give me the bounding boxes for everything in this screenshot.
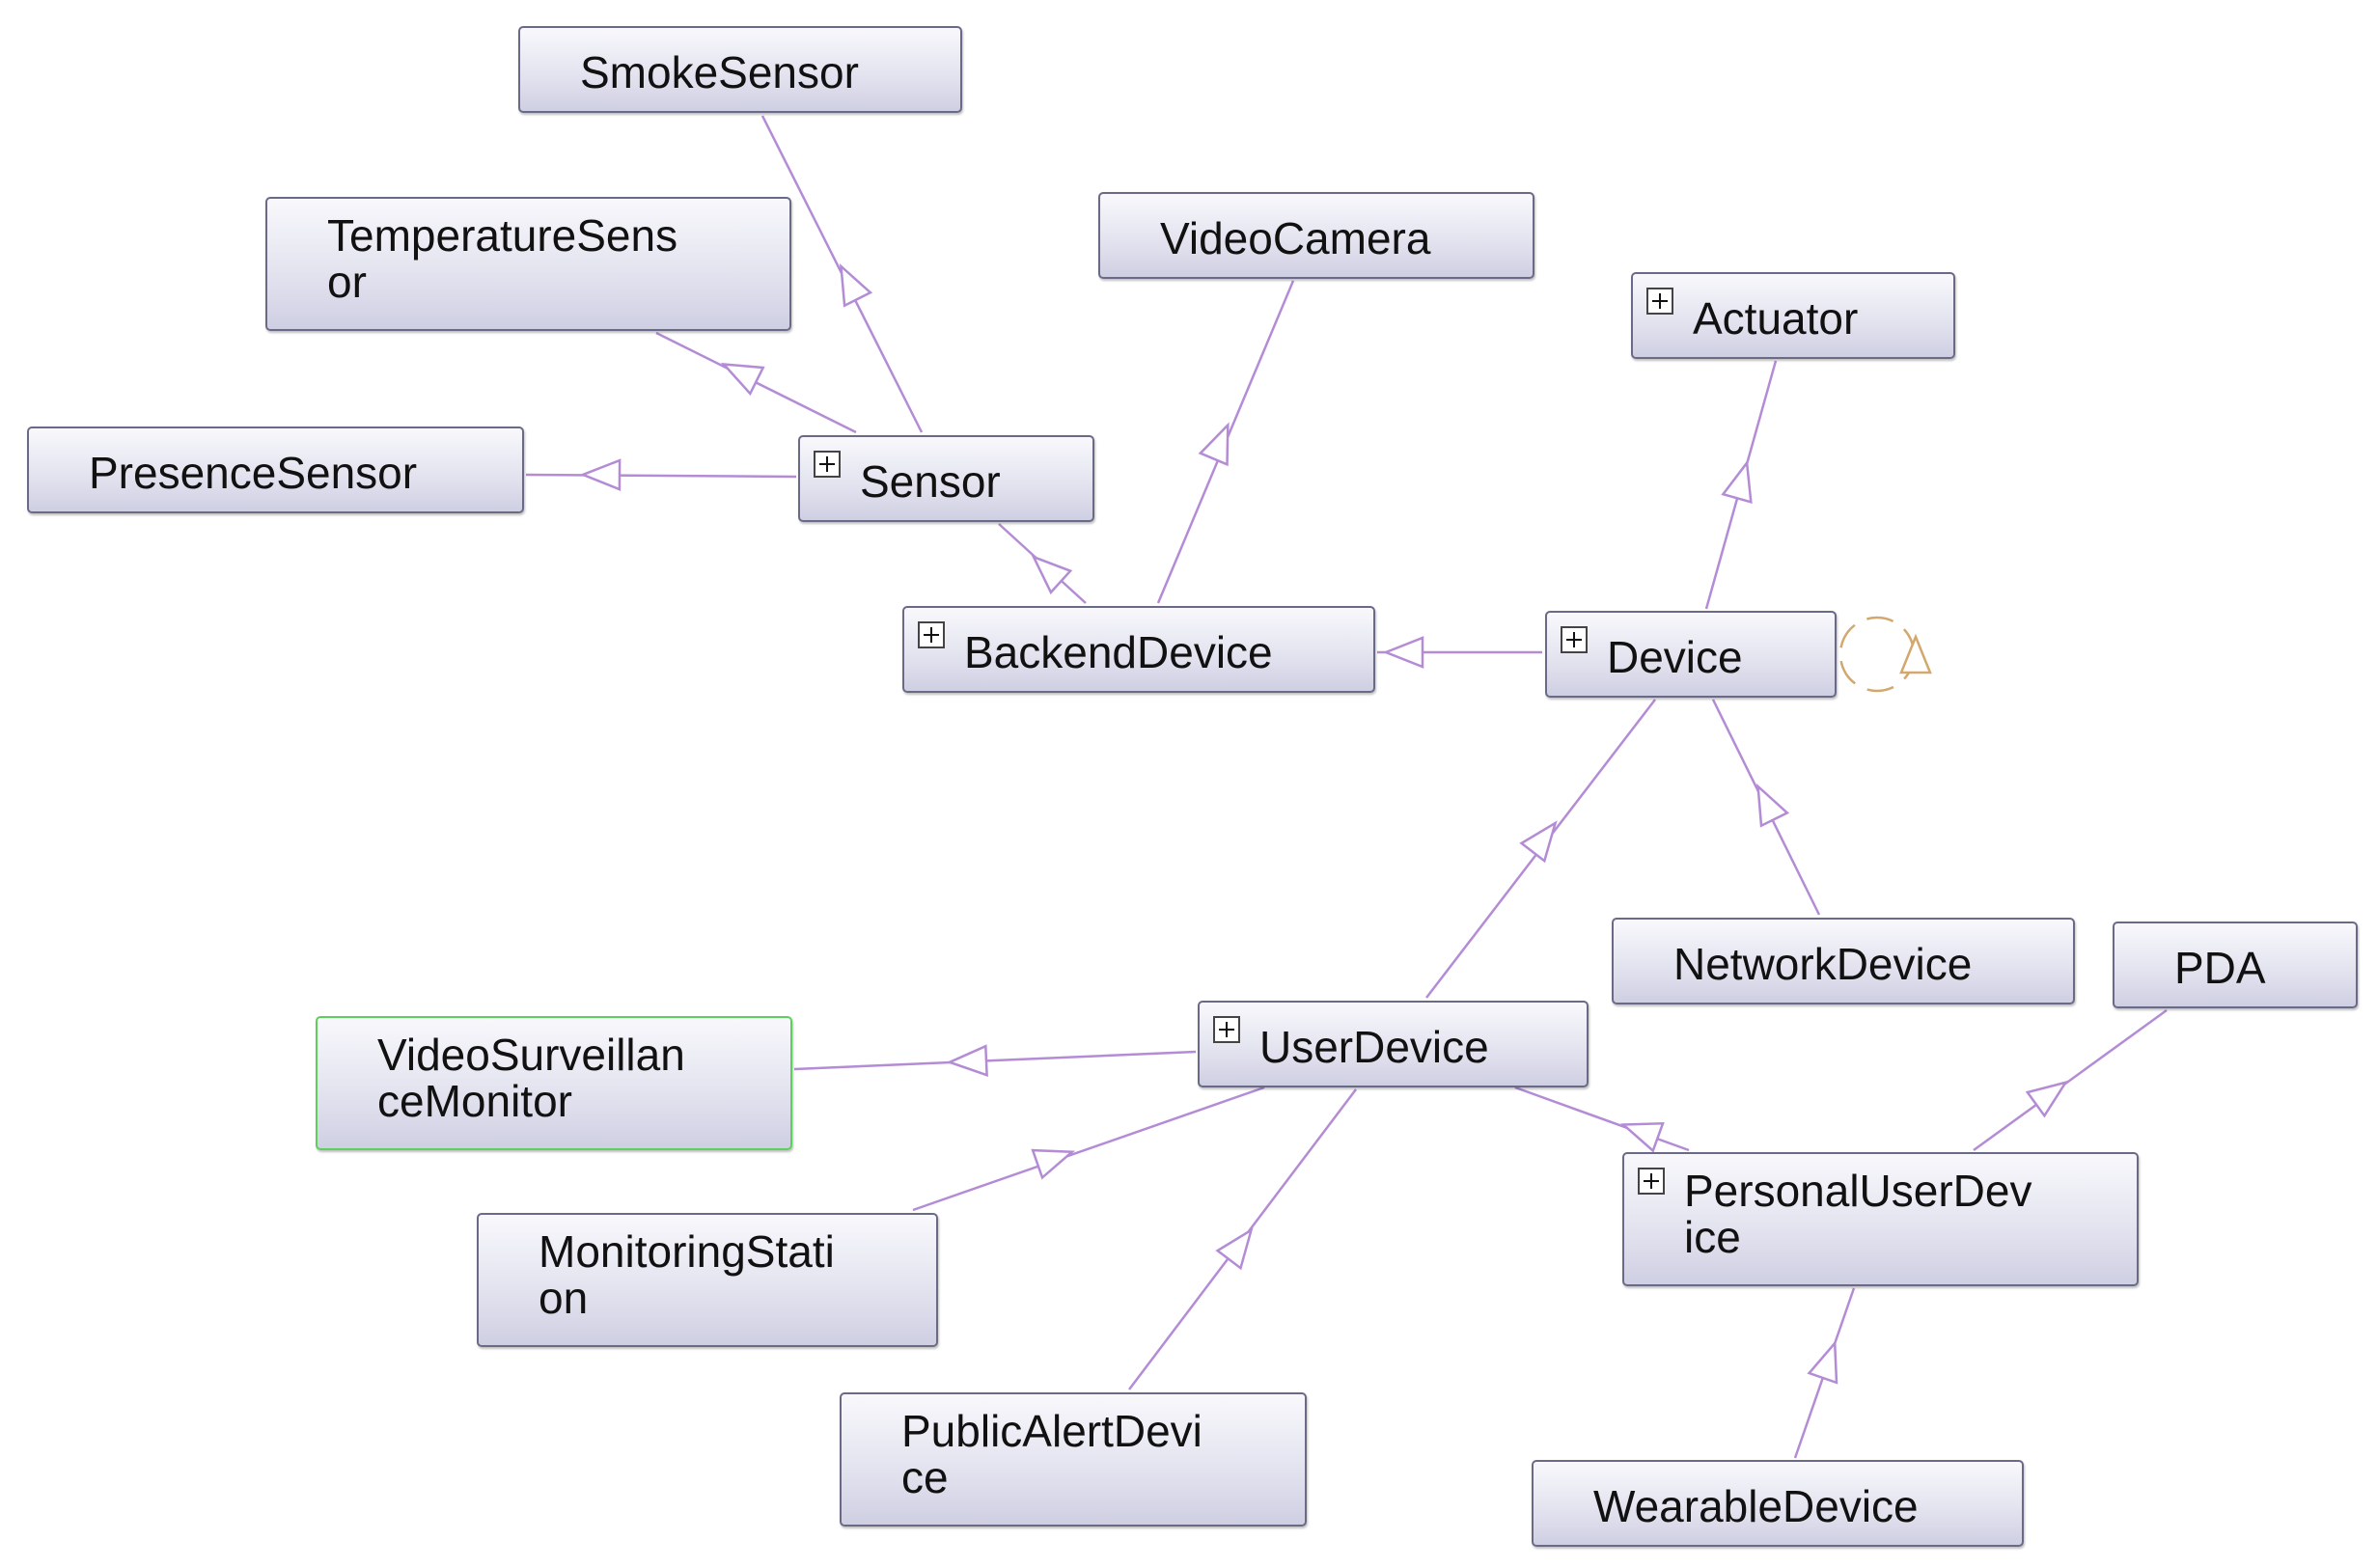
- self-loop-arrowhead-icon: [1899, 633, 1932, 674]
- edge-user_device-to-video_surveillance_monitor: [793, 1050, 1197, 1071]
- expand-icon[interactable]: [1561, 626, 1588, 653]
- node-label: NetworkDevice: [1673, 939, 1973, 989]
- node-label: TemperatureSens or: [327, 210, 678, 307]
- arrowhead-icon: [1807, 1339, 1838, 1385]
- arrowhead-icon: [946, 1044, 988, 1077]
- node-monitoring-station[interactable]: MonitoringStati on: [477, 1213, 938, 1347]
- node-backend-device[interactable]: BackendDevice: [902, 606, 1375, 693]
- node-label: VideoSurveillan ceMonitor: [377, 1030, 685, 1126]
- arrowhead-icon: [1031, 554, 1073, 595]
- node-label: PresenceSensor: [89, 448, 418, 498]
- node-presence-sensor[interactable]: PresenceSensor: [27, 426, 524, 513]
- node-label: Device: [1607, 632, 1743, 682]
- node-label: UserDevice: [1259, 1022, 1489, 1072]
- node-label: Actuator: [1693, 293, 1859, 344]
- expand-icon[interactable]: [918, 621, 945, 648]
- node-temperature-sensor[interactable]: TemperatureSens or: [265, 197, 791, 331]
- arrowhead-icon: [839, 262, 873, 308]
- node-label: PublicAlertDevi ce: [901, 1406, 1202, 1502]
- node-wearable-device[interactable]: WearableDevice: [1532, 1460, 2024, 1547]
- edge-monitoring_station-to-user_device: [912, 1086, 1265, 1212]
- node-label: PDA: [2174, 943, 2266, 993]
- arrowhead-icon: [1031, 1148, 1076, 1180]
- arrowhead-icon: [1619, 1121, 1665, 1153]
- node-video-camera[interactable]: VideoCamera: [1098, 192, 1534, 279]
- expand-icon[interactable]: [814, 451, 841, 478]
- arrowhead-icon: [1382, 636, 1424, 669]
- arrowhead-icon: [1519, 820, 1558, 864]
- arrowhead-icon: [2025, 1080, 2069, 1118]
- self-loop-edge: [1838, 616, 1916, 693]
- expand-icon[interactable]: [1213, 1016, 1240, 1043]
- node-network-device[interactable]: NetworkDevice: [1612, 918, 2075, 1004]
- edge-personal_user_device-to-user_device: [1514, 1086, 1690, 1152]
- node-label: Sensor: [860, 456, 1001, 507]
- node-label: MonitoringStati on: [539, 1226, 835, 1323]
- node-video-surveillance-monitor[interactable]: VideoSurveillan ceMonitor: [316, 1016, 792, 1150]
- edge-personal_user_device-to-pda: [1973, 1008, 2168, 1152]
- node-pda[interactable]: PDA: [2113, 922, 2358, 1008]
- node-public-alert-device[interactable]: PublicAlertDevi ce: [840, 1392, 1307, 1527]
- edge-sensor-to-presence_sensor: [525, 473, 797, 479]
- node-label: BackendDevice: [964, 627, 1273, 677]
- arrowhead-icon: [1198, 422, 1230, 467]
- node-label: VideoCamera: [1160, 213, 1431, 263]
- node-label: WearableDevice: [1593, 1481, 1919, 1531]
- node-smoke-sensor[interactable]: SmokeSensor: [518, 26, 962, 113]
- node-device[interactable]: Device: [1545, 611, 1837, 698]
- node-personal-user-device[interactable]: PersonalUserDev ice: [1622, 1152, 2139, 1286]
- arrowhead-icon: [1721, 459, 1753, 504]
- arrowhead-icon: [1215, 1227, 1254, 1271]
- expand-icon[interactable]: [1638, 1168, 1665, 1195]
- node-user-device[interactable]: UserDevice: [1198, 1001, 1589, 1087]
- node-label: PersonalUserDev ice: [1684, 1166, 2032, 1262]
- arrowhead-icon: [720, 362, 765, 397]
- node-actuator[interactable]: Actuator: [1631, 272, 1955, 359]
- expand-icon[interactable]: [1646, 288, 1673, 315]
- arrowhead-icon: [579, 458, 622, 491]
- node-label: SmokeSensor: [580, 47, 859, 97]
- arrowhead-icon: [1756, 783, 1790, 828]
- node-sensor[interactable]: Sensor: [798, 435, 1094, 522]
